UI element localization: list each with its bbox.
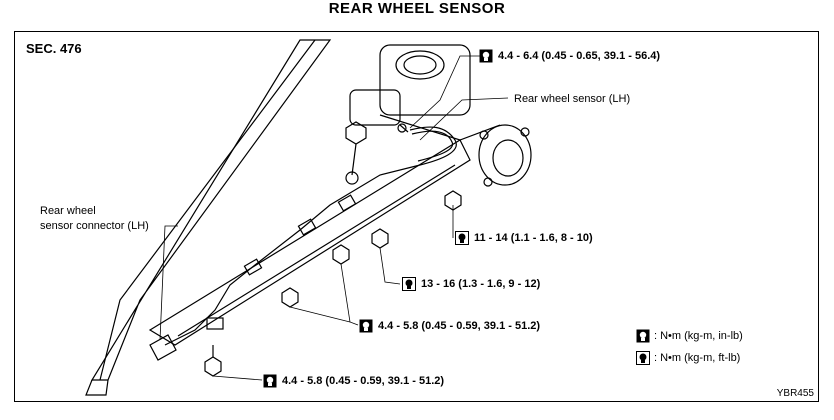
legend-ft-lb: : N•m (kg-m, ft-lb) (636, 351, 740, 365)
legend-in-lb: : N•m (kg-m, in-lb) (636, 329, 743, 343)
torque-spec-lower: 4.4 - 5.8 (0.45 - 0.59, 39.1 - 51.2) (359, 319, 540, 333)
sensor-label: Rear wheel sensor (LH) (514, 93, 631, 105)
figure-code: YBR455 (776, 388, 814, 399)
page-title: REAR WHEEL SENSOR (328, 0, 506, 17)
torque-ft-lb-icon (455, 231, 469, 245)
torque-spec-bottom-text: 4.4 - 5.8 (0.45 - 0.59, 39.1 - 51.2) (282, 375, 445, 387)
torque-spec-top: 4.4 - 6.4 (0.45 - 0.65, 39.1 - 56.4) (479, 49, 660, 63)
torque-in-lb-icon (479, 49, 493, 63)
diagram-frame (14, 31, 819, 402)
torque-spec-middle-text: 13 - 16 (1.3 - 1.6, 9 - 12) (421, 278, 541, 290)
suspension-arm (148, 139, 471, 346)
connector-label-line1: Rear wheel (40, 205, 96, 217)
torque-spec-top-text: 4.4 - 6.4 (0.45 - 0.65, 39.1 - 56.4) (498, 50, 661, 62)
frame-side-member (90, 39, 332, 381)
torque-in-lb-icon (359, 319, 373, 333)
hub-housing (379, 44, 471, 116)
torque-in-lb-icon (263, 374, 277, 388)
axle-hub (478, 124, 532, 186)
torque-ft-lb-icon (636, 351, 650, 365)
sensor-connector (149, 334, 177, 361)
torque-spec-bottom: 4.4 - 5.8 (0.45 - 0.59, 39.1 - 51.2) (263, 374, 444, 388)
torque-spec-bolt-right: 11 - 14 (1.1 - 1.6, 8 - 10) (455, 231, 593, 245)
connector-label-line2: sensor connector (LH) (40, 220, 149, 232)
legend-in-lb-text: : N•m (kg-m, in-lb) (654, 330, 743, 342)
bolts (204, 121, 462, 377)
torque-ft-lb-icon (402, 277, 416, 291)
sensor-harness (164, 126, 457, 346)
torque-spec-lower-text: 4.4 - 5.8 (0.45 - 0.59, 39.1 - 51.2) (378, 320, 541, 332)
legend-ft-lb-text: : N•m (kg-m, ft-lb) (654, 352, 741, 364)
torque-spec-middle: 13 - 16 (1.3 - 1.6, 9 - 12) (402, 277, 540, 291)
torque-in-lb-icon (636, 329, 650, 343)
leader-lines (159, 55, 509, 381)
torque-spec-bolt-right-text: 11 - 14 (1.1 - 1.6, 8 - 10) (474, 232, 593, 244)
section-number: SEC. 476 (26, 41, 82, 56)
